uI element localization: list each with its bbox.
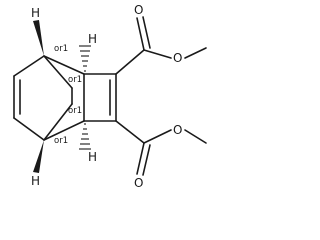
- oxygen-label-carbonyl-top: O: [134, 3, 143, 17]
- chemical-structure: H H H H O O O O or1 or1 or1 or1: [13, 3, 207, 190]
- stereo-bonds: [33, 20, 91, 173]
- lower-ester: [115, 120, 207, 176]
- oxygen-label-ester-bottom: O: [173, 123, 182, 137]
- hydrogen-label-bottom-fusion: H: [88, 150, 97, 164]
- hydrogen-label-bottom-left: H: [31, 174, 40, 188]
- stereo-label-fusion-top: or1: [68, 75, 82, 85]
- wedge-bond-top: [33, 20, 44, 56]
- oxygen-label-carbonyl-bottom: O: [134, 176, 143, 190]
- stereo-label-fusion-bottom: or1: [68, 106, 82, 116]
- hashed-bond-top: [79, 45, 91, 72]
- upper-ester: [115, 16, 207, 75]
- stereo-label-bridgehead-bottom: or1: [54, 136, 68, 146]
- hydrogen-label-top-left: H: [31, 6, 40, 20]
- oxygen-label-ester-top: O: [173, 51, 182, 65]
- stereo-label-bridgehead-top: or1: [54, 44, 68, 54]
- hydrogen-label-top-fusion: H: [88, 32, 97, 46]
- hashed-bond-bottom: [79, 123, 91, 150]
- wedge-bond-bottom: [33, 140, 44, 173]
- cyclobutene-bonds: [83, 73, 117, 122]
- ring-bonds: [13, 55, 85, 141]
